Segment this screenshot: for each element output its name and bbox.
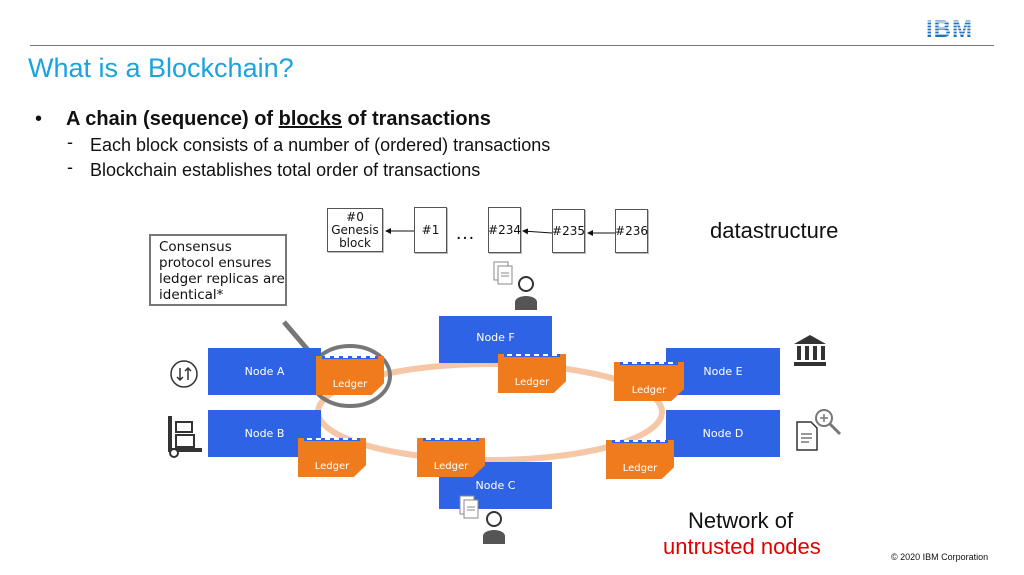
ledger-a: Ledger: [316, 356, 384, 395]
datastructure-label: datastructure: [710, 218, 839, 243]
ledger-f: Ledger: [498, 354, 566, 393]
node-a: Node A: [208, 348, 321, 395]
sub-dash: -: [67, 132, 73, 152]
ledger-chain: [612, 440, 668, 443]
documents-user-icon: [493, 261, 537, 310]
document-search-icon: [796, 409, 842, 451]
node-d: Node D: [666, 410, 780, 457]
hand-truck-icon: [168, 416, 202, 458]
block-235: #235: [552, 209, 585, 253]
ledger-chain: [322, 356, 378, 359]
sub-bullet-1: Each block consists of a number of (orde…: [90, 135, 551, 155]
ledger-chain: [423, 438, 479, 441]
sub-bullet-2: Blockchain establishes total order of tr…: [90, 160, 481, 180]
block-236: #236: [615, 209, 648, 253]
bullet-main: A chain (sequence) of blocks of transact…: [66, 108, 491, 131]
ledger-c: Ledger: [417, 438, 485, 477]
node-e: Node E: [666, 348, 780, 395]
ledger-label: Ledger: [631, 385, 667, 396]
ledger-chain: [504, 354, 560, 357]
ledger-chain: [620, 362, 678, 365]
bullet-main-suffix: of transactions: [342, 108, 491, 130]
network-caption-line1: Network of: [688, 508, 794, 533]
ledger-label: Ledger: [433, 461, 469, 472]
bullet-main-underlined: blocks: [278, 108, 342, 130]
ledger-label: Ledger: [332, 379, 368, 390]
copyright: © 2020 IBM Corporation: [891, 552, 989, 562]
ibm-logo: IBM: [926, 18, 994, 40]
ledger-d: Ledger: [606, 440, 674, 479]
ledger-b: Ledger: [298, 438, 366, 477]
bullet-main-prefix: A chain (sequence) of: [66, 108, 279, 130]
ledger-e: Ledger: [614, 362, 684, 401]
bank-icon: [794, 335, 826, 366]
sub-dash: -: [67, 157, 73, 177]
header-divider: [30, 45, 994, 46]
documents-user-icon: [459, 495, 505, 544]
bullet-marker: •: [35, 108, 43, 130]
ledger-chain: [304, 438, 360, 441]
block-genesis: #0 Genesis block: [327, 208, 383, 252]
ledger-label: Ledger: [314, 461, 350, 472]
arrows-circle-icon: [170, 360, 198, 388]
network-caption-line2: untrusted nodes: [663, 534, 821, 559]
block-234: #234: [488, 207, 521, 253]
ledger-label: Ledger: [622, 463, 658, 474]
page-title: What is a Blockchain?: [28, 53, 294, 83]
block-1: #1: [414, 207, 447, 253]
ledger-label: Ledger: [514, 377, 550, 388]
consensus-note: Consensus protocol ensures ledger replic…: [149, 234, 287, 306]
chain-ellipsis: …: [455, 222, 475, 244]
